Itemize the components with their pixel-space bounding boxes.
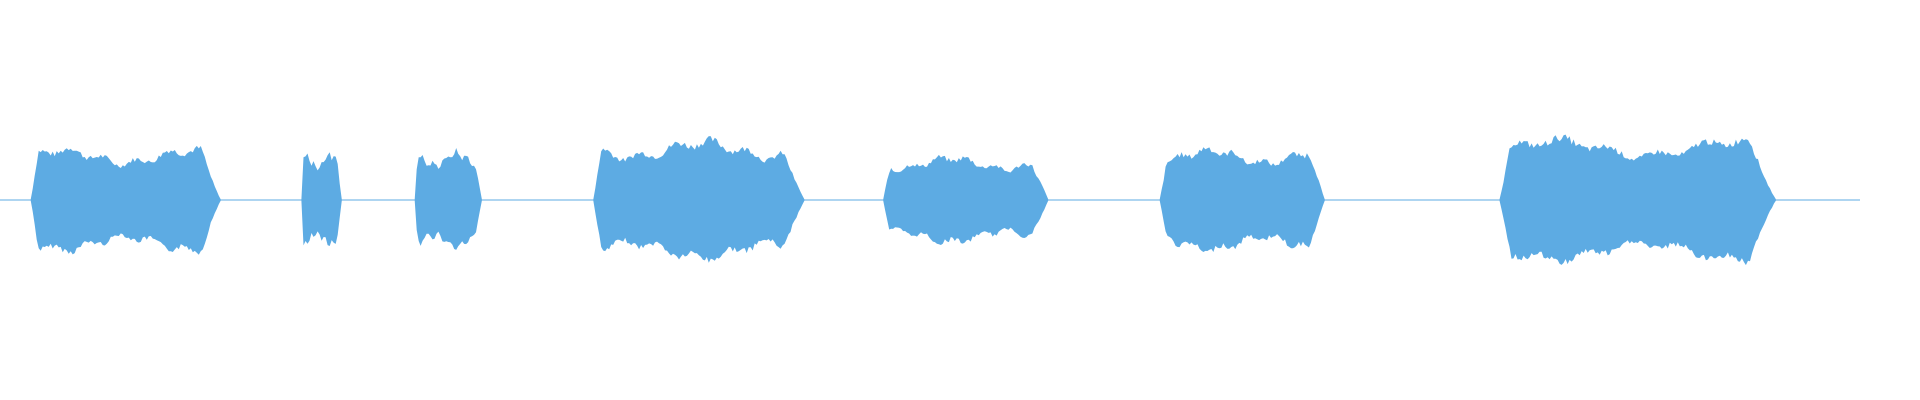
waveform-segment-5: [883, 154, 1049, 245]
waveform-segment-7: [1499, 134, 1776, 266]
waveform-segment-3: [414, 148, 482, 250]
waveform-segments: [30, 134, 1776, 266]
waveform-segment-2: [301, 152, 342, 246]
waveform-segment-4: [593, 136, 805, 263]
waveform-segment-1: [30, 145, 221, 255]
waveform-segment-6: [1159, 147, 1325, 252]
